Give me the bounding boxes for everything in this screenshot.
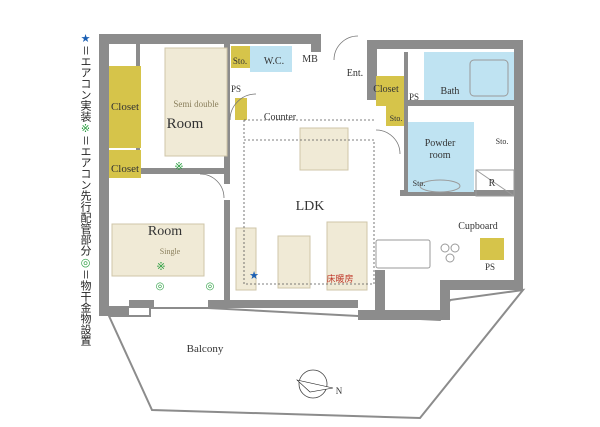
north-label: N	[336, 386, 343, 396]
sto-powder-label: Sto.	[413, 179, 426, 188]
walls	[99, 34, 523, 320]
room-upper-label: Room	[167, 116, 204, 132]
ldk-label: LDK	[296, 199, 325, 214]
refrigerator-label: R	[489, 178, 496, 189]
floor-heating-zone	[243, 139, 375, 285]
entrance-label: Ent.	[347, 68, 363, 79]
sto-right-label: Sto.	[496, 137, 509, 146]
closet-entrance-label: Closet	[373, 84, 399, 95]
ps-left-label: PS	[231, 84, 241, 94]
counter-label: Counter	[264, 112, 297, 123]
closet-label-bottom: Closet	[111, 163, 139, 175]
semi-double-label: Semi double	[173, 99, 218, 109]
ps-mid-label: PS	[409, 92, 419, 102]
sto-entrance-label: Sto.	[390, 114, 403, 123]
star-icon: ★	[79, 32, 92, 45]
sto-wc-label: Sto.	[233, 56, 247, 66]
powder-room-label-1: Powder	[425, 138, 456, 149]
fixtures	[375, 59, 515, 269]
north-compass-icon	[295, 369, 334, 399]
balcony-outline	[107, 288, 526, 420]
floor-heating-label: 床暖房	[326, 273, 353, 285]
legend: ★＝エアコン実装※＝エアコン先行配管部分◎＝物干金物設置	[73, 32, 93, 352]
aircon-piping-icon: ※	[156, 261, 165, 273]
legend-aircon-installed: ＝エアコン実装	[79, 45, 92, 122]
balcony-label: Balcony	[187, 343, 224, 355]
furniture	[111, 47, 368, 291]
snowflake-icon: ※	[79, 122, 92, 135]
bath-label: Bath	[441, 86, 460, 97]
powder-room-label-2: room	[429, 150, 450, 161]
aircon-piping-icon: ※	[174, 161, 183, 173]
cupboard-label: Cupboard	[458, 221, 497, 232]
room-lower-label: Room	[148, 224, 182, 239]
legend-aircon-piping: ＝エアコン先行配管部分	[79, 135, 92, 256]
laundry-ring-icon: ◎	[156, 281, 165, 292]
mb-label: MB	[302, 54, 318, 65]
closet-label-top: Closet	[111, 101, 139, 113]
single-label: Single	[160, 247, 181, 256]
ring-icon: ◎	[79, 256, 92, 269]
doors	[199, 35, 401, 199]
laundry-ring-icon: ◎	[206, 281, 215, 292]
aircon-star-icon: ★	[249, 270, 259, 282]
legend-laundry-hardware: ＝物干金物設置	[79, 269, 92, 346]
wc-label: W.C.	[264, 56, 284, 67]
ps-kitchen-label: PS	[485, 262, 495, 272]
